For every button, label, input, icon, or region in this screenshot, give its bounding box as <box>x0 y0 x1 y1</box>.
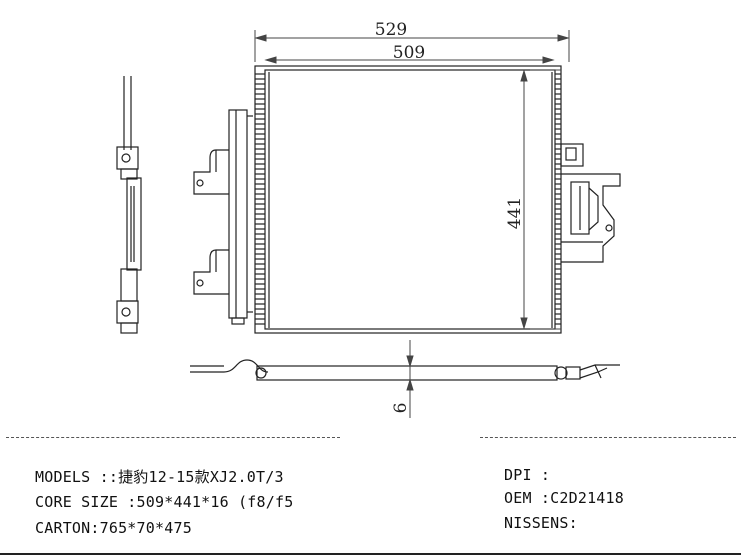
dim-core-width: 509 <box>393 43 425 63</box>
side-view <box>116 76 142 334</box>
spec-models: MODELS ::捷豹12-15款XJ2.0T/3 <box>35 468 284 486</box>
fin-ticks-right <box>555 73 561 325</box>
spec-dpi: DPI : <box>504 466 551 484</box>
dim-thickness: 6 <box>391 403 411 414</box>
spec-carton: CARTON:765*70*475 <box>35 519 192 537</box>
spec-core-size: CORE SIZE :509*441*16 (f8/f5 <box>35 493 294 511</box>
dimension-lines <box>254 30 570 418</box>
bottom-view <box>190 359 620 381</box>
front-left-brackets <box>193 109 253 325</box>
spec-oem: OEM :C2D21418 <box>504 489 624 507</box>
spec-nissens: NISSENS: <box>504 514 578 532</box>
fin-ticks-left <box>255 73 265 325</box>
dim-core-height: 441 <box>505 197 525 229</box>
front-right-fittings <box>560 143 621 263</box>
condenser-core <box>254 65 562 334</box>
dim-overall-width: 529 <box>375 20 407 40</box>
separator-right <box>480 437 736 438</box>
separator-left <box>6 437 340 438</box>
bottom-border <box>0 553 741 555</box>
